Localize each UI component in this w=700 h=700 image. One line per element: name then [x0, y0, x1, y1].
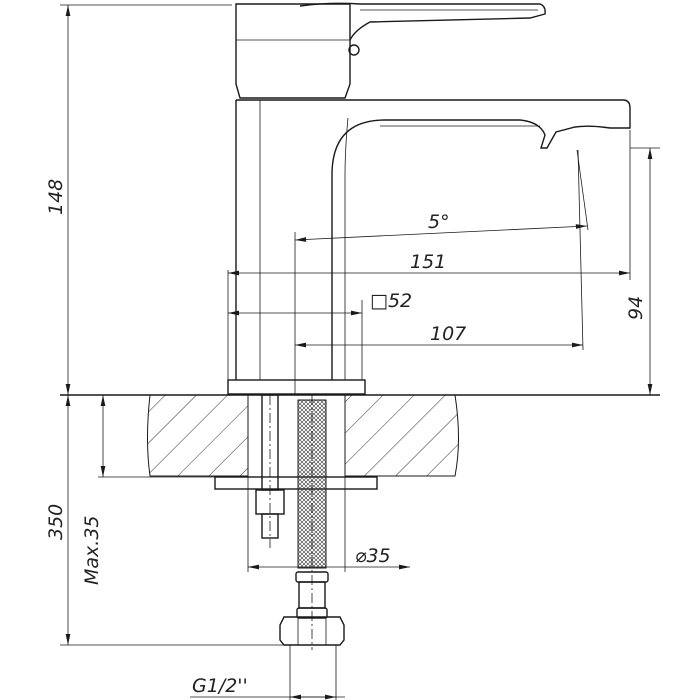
mounting-stud [255, 394, 285, 548]
label-height-total: 148 [45, 179, 67, 215]
countertop [60, 394, 660, 490]
flexible-hose [279, 395, 345, 700]
label-spout-reach-total: 151 [410, 251, 446, 273]
label-body-square: □52 [370, 290, 412, 312]
label-hose-length: 350 [45, 504, 67, 540]
label-spout-reach: 107 [430, 323, 466, 345]
label-max-counter: Max.35 [81, 516, 103, 586]
label-hole-diameter: ⌀35 [355, 545, 391, 567]
faucet-body [227, 99, 631, 395]
label-spout-height: 94 [625, 296, 647, 320]
label-thread: G1/2'' [192, 675, 248, 697]
handle [235, 2, 546, 99]
label-spout-angle: 5° [428, 211, 450, 233]
dimension-lines [60, 4, 660, 700]
